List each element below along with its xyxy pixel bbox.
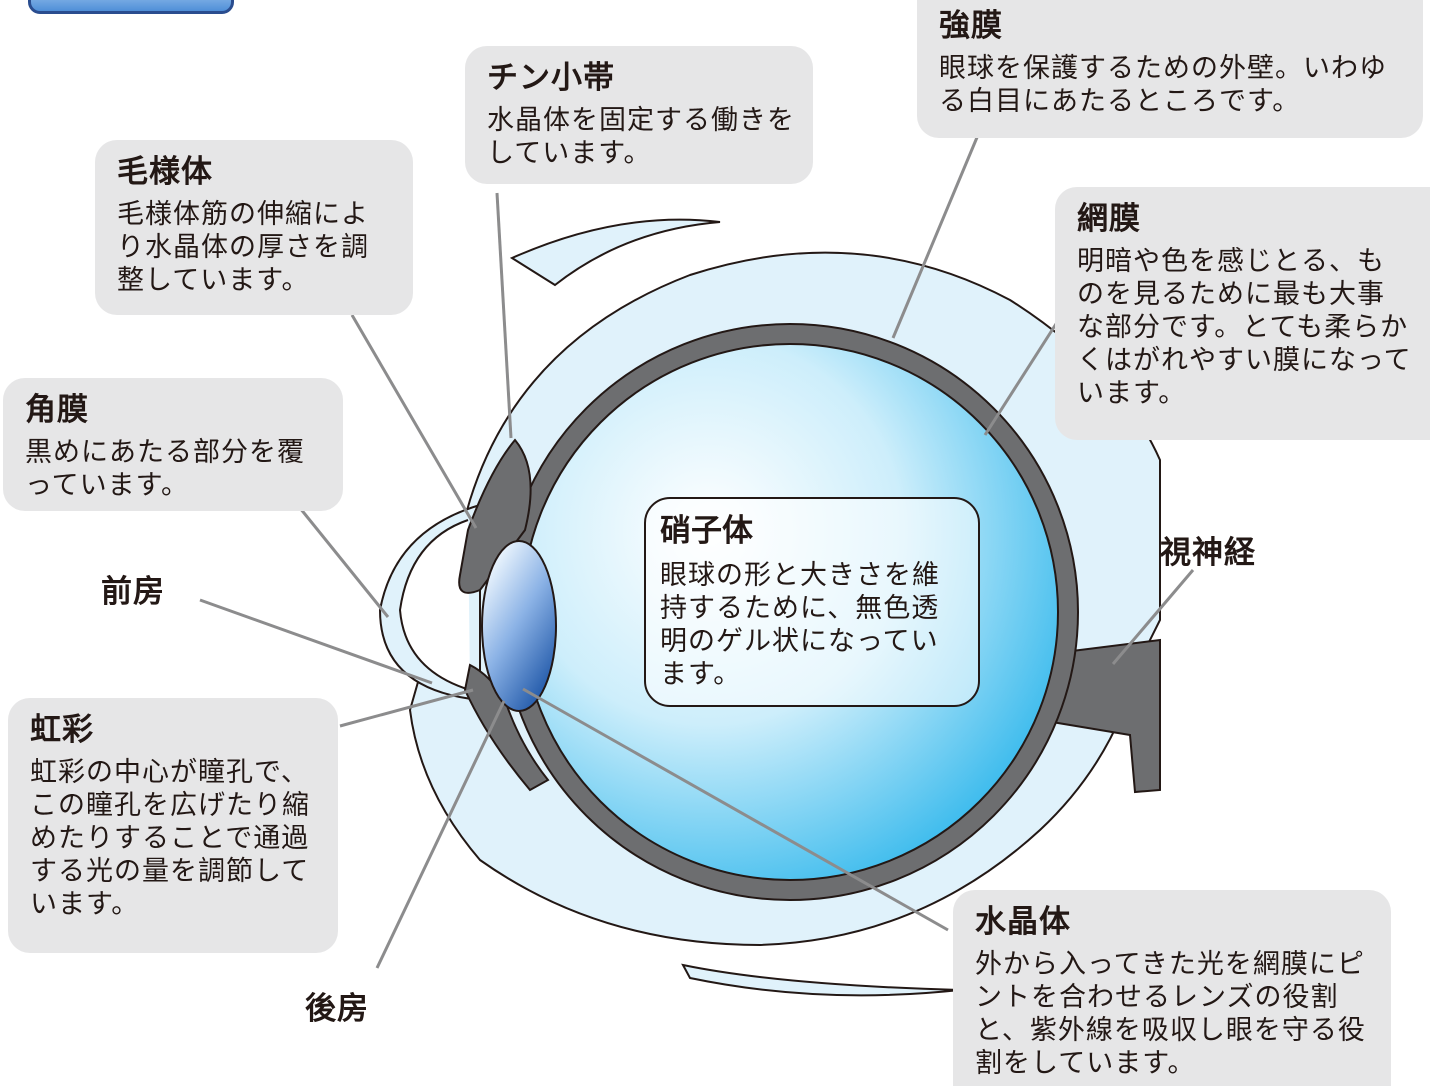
label-kosai: 虹彩 虹彩の中心が瞳孔で、この瞳孔を広げたり縮めたりすることで通過する光の量を調… [8, 698, 338, 953]
kakumaku-desc: 黒めにあたる部分を覆っています。 [25, 437, 305, 501]
chin-title: チン小帯 [487, 60, 615, 96]
kyomaku-title: 強膜 [939, 8, 1003, 44]
lens [481, 540, 557, 712]
kosai-title: 虹彩 [30, 712, 94, 748]
label-kobo: 後房 [305, 991, 369, 1027]
label-chin-shotai: チン小帯 水晶体を固定する働きをしています。 [465, 46, 813, 184]
label-shoshitai: 硝子体 眼球の形と大きさを維持するために、無色透明のゲル状になっています。 [644, 497, 980, 707]
label-shishinkei: 視神経 [1160, 535, 1256, 571]
label-zenbo: 前房 [101, 574, 165, 610]
label-kyomaku: 強膜 眼球を保護するための外壁。いわゆる白目にあたるところです。 [917, 0, 1423, 138]
momaku-desc: 明暗や色を感じとる、ものを見るために最も大事な部分です。とても柔らかくはがれやす… [1077, 246, 1412, 409]
suishotai-desc: 外から入ってきた光を網膜にピントを合わせるレンズの役割と、紫外線を吸収し眼を守る… [975, 949, 1366, 1079]
kosai-desc: 虹彩の中心が瞳孔で、この瞳孔を広げたり縮めたりすることで通過する光の量を調節して… [30, 757, 310, 920]
ciliary-upper [458, 438, 532, 594]
moyotai-desc: 毛様体筋の伸縮により水晶体の厚さを調整しています。 [117, 199, 369, 296]
header-tab [28, 0, 234, 14]
label-suishotai: 水晶体 外から入ってきた光を網膜にピントを合わせるレンズの役割と、紫外線を吸収し… [953, 890, 1391, 1086]
label-kakumaku: 角膜 黒めにあたる部分を覆っています。 [3, 378, 343, 511]
momaku-title: 網膜 [1077, 201, 1141, 237]
suishotai-title: 水晶体 [975, 904, 1071, 940]
label-moyotai: 毛様体 毛様体筋の伸縮により水晶体の厚さを調整しています。 [95, 140, 413, 315]
kyomaku-desc: 眼球を保護するための外壁。いわゆる白目にあたるところです。 [939, 53, 1387, 117]
chin-desc: 水晶体を固定する働きをしています。 [487, 105, 795, 169]
label-momaku: 網膜 明暗や色を感じとる、ものを見るために最も大事な部分です。とても柔らかくはが… [1055, 187, 1430, 440]
shoshitai-title: 硝子体 [660, 513, 753, 549]
moyotai-title: 毛様体 [117, 154, 213, 190]
shoshitai-desc: 眼球の形と大きさを維持するために、無色透明のゲル状になっています。 [660, 560, 940, 690]
leader-lines [199, 134, 1195, 969]
kakumaku-title: 角膜 [25, 392, 89, 428]
